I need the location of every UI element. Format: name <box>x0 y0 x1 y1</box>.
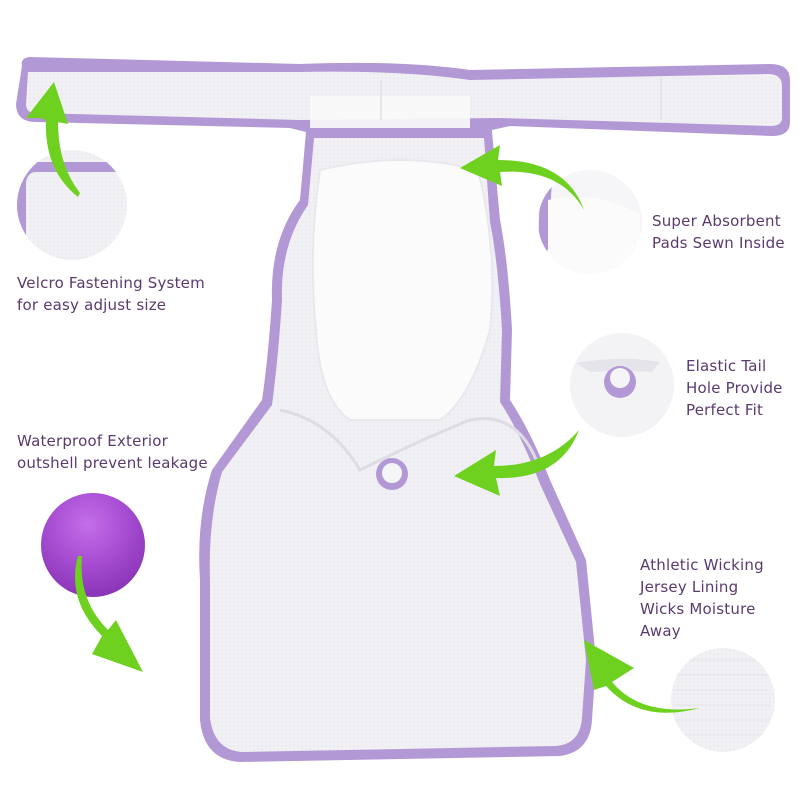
arrow-pads <box>460 145 584 210</box>
callout-velcro: Velcro Fastening System for easy adjust … <box>17 272 205 316</box>
callout-pads: Super Absorbent Pads Sewn Inside <box>652 210 785 254</box>
waterproof-detail-circle <box>41 493 145 597</box>
wicking-detail-circle <box>671 648 775 752</box>
callout-wicking: Athletic Wicking Jersey Lining Wicks Moi… <box>640 554 764 642</box>
arrow-velcro <box>26 82 80 197</box>
callout-waterproof-line-2: outshell prevent leakage <box>17 454 208 472</box>
callout-tail-line-2: Hole Provide <box>686 379 783 397</box>
callout-velcro-line-2: for easy adjust size <box>17 296 167 314</box>
callout-tail-line-3: Perfect Fit <box>686 401 764 419</box>
callout-pads-line-1: Super Absorbent <box>652 212 781 230</box>
pads-detail-circle <box>538 170 642 274</box>
callout-wicking-line-4: Away <box>640 622 681 640</box>
arrow-tail <box>454 430 579 496</box>
callout-velcro-line-1: Velcro Fastening System <box>17 274 205 292</box>
tail-hole <box>376 458 408 490</box>
arrow-wicking <box>584 640 700 713</box>
velcro-tab <box>310 96 470 128</box>
callout-arrows <box>26 82 700 713</box>
callout-waterproof: Waterproof Exterior outshell prevent lea… <box>17 430 208 474</box>
callout-tail-line-1: Elastic Tail <box>686 357 767 375</box>
tail-detail-circle <box>570 333 674 437</box>
callout-waterproof-line-1: Waterproof Exterior <box>17 432 169 450</box>
callout-wicking-line-3: Wicks Moisture <box>640 600 756 618</box>
waist-strap <box>16 57 790 160</box>
velcro-detail-circle <box>17 150 127 260</box>
absorbent-pad <box>311 159 494 421</box>
callout-tail: Elastic Tail Hole Provide Perfect Fit <box>686 355 783 421</box>
callout-pads-line-2: Pads Sewn Inside <box>652 234 785 252</box>
diaper-body <box>199 132 596 762</box>
arrow-waterproof <box>75 556 143 672</box>
callout-wicking-line-2: Jersey Lining <box>640 578 739 596</box>
callout-wicking-line-1: Athletic Wicking <box>640 556 764 574</box>
